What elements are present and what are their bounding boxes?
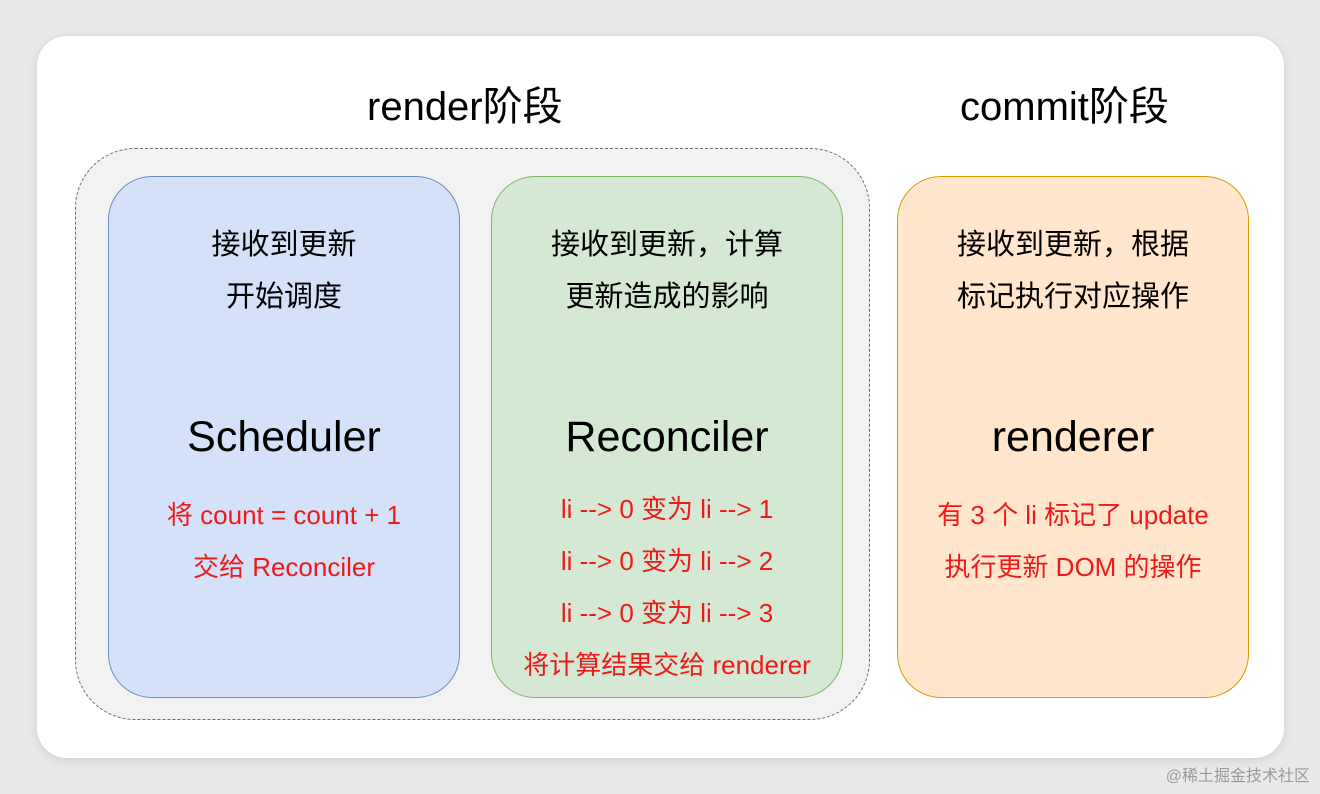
reconciler-description: 接收到更新，计算 更新造成的影响: [492, 219, 842, 323]
scheduler-note: 交给 Reconciler: [192, 552, 376, 582]
reconciler-notes: li --> 0 变为 li --> 1 li --> 0 变为 li --> …: [492, 483, 842, 691]
renderer-description: 接收到更新，根据 标记执行对应操作: [898, 219, 1248, 323]
render-phase-title: render阶段: [367, 85, 563, 129]
reconciler-note: li --> 0 变为 li --> 1: [560, 494, 774, 524]
renderer-box: 接收到更新，根据 标记执行对应操作 renderer 有 3 个 li 标记了 …: [897, 176, 1249, 698]
renderer-desc-line: 标记执行对应操作: [956, 281, 1189, 313]
commit-phase-title: commit阶段: [960, 85, 1169, 129]
renderer-notes: 有 3 个 li 标记了 update 执行更新 DOM 的操作: [898, 489, 1248, 593]
scheduler-desc-line: 开始调度: [225, 281, 342, 313]
scheduler-note: 将 count = count + 1: [166, 500, 402, 530]
scheduler-description: 接收到更新 开始调度: [109, 219, 459, 323]
scheduler-name: Scheduler: [187, 413, 381, 461]
scheduler-desc-line: 接收到更新: [211, 229, 357, 261]
reconciler-box: 接收到更新，计算 更新造成的影响 Reconciler li --> 0 变为 …: [491, 176, 843, 698]
scheduler-notes: 将 count = count + 1 交给 Reconciler: [109, 489, 459, 593]
reconciler-name: Reconciler: [565, 413, 769, 461]
reconciler-desc-line: 接收到更新，计算: [550, 229, 783, 261]
renderer-name: renderer: [991, 413, 1155, 461]
watermark: @稀土掘金技术社区: [1165, 768, 1310, 785]
renderer-note: 有 3 个 li 标记了 update: [937, 500, 1209, 530]
scheduler-box: 接收到更新 开始调度 Scheduler 将 count = count + 1…: [108, 176, 460, 698]
reconciler-note: li --> 0 变为 li --> 2: [560, 546, 774, 576]
renderer-note: 执行更新 DOM 的操作: [944, 552, 1202, 582]
reconciler-desc-line: 更新造成的影响: [565, 281, 769, 313]
reconciler-note: li --> 0 变为 li --> 3: [560, 598, 774, 628]
renderer-desc-line: 接收到更新，根据: [956, 229, 1189, 261]
reconciler-note: 将计算结果交给 renderer: [523, 650, 811, 680]
